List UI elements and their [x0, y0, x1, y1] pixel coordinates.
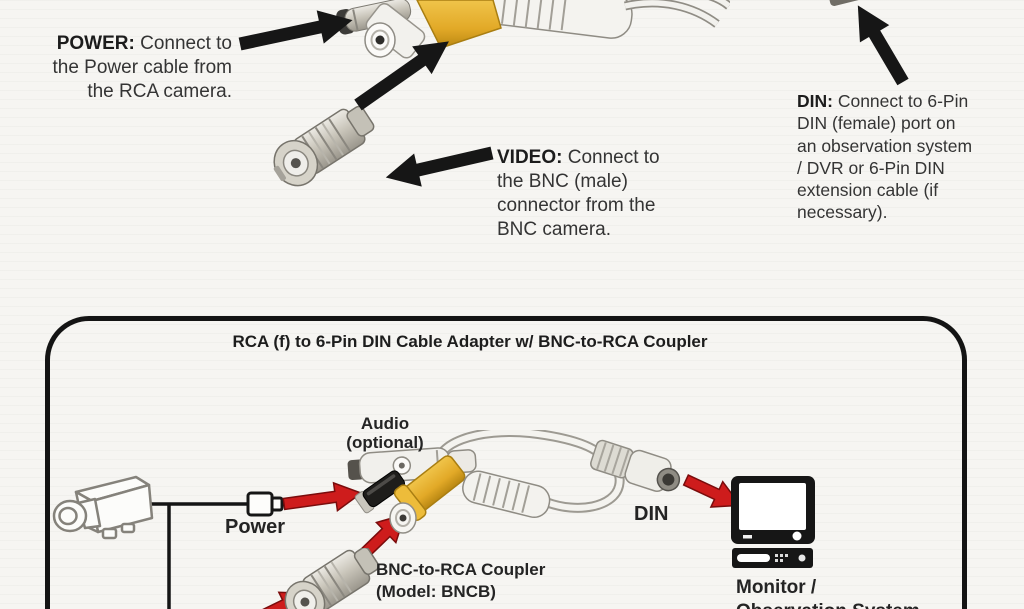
power-barrel-connector-small: [354, 470, 405, 514]
bnc-connector-illustration: [273, 105, 375, 187]
coupler-label-line2: (Model: BNCB): [376, 581, 496, 601]
din-note-prefix: DIN:: [797, 91, 833, 111]
monitor-label-line2: Observation System: [736, 600, 936, 609]
din-connector-small: [590, 439, 681, 492]
power-note-prefix: POWER:: [56, 33, 135, 54]
video-note-rest: Connect to: [562, 147, 660, 168]
audio-label-line1: Audio: [360, 414, 410, 433]
din-note-line3: an observation system: [797, 135, 973, 156]
video-note-prefix: VIDEO:: [497, 147, 563, 168]
power-connection-arrow: [282, 481, 363, 512]
din-note-rest: Connect to 6-Pin: [832, 91, 969, 111]
adapter-assembly-illustration: [347, 430, 681, 534]
audio-label: Audio (optional): [318, 414, 452, 452]
din-connector-fragment: [829, 0, 864, 7]
power-note-line2: the Power cable from: [52, 57, 232, 78]
power-note: POWER: Connect to the Power cable from t…: [24, 32, 232, 104]
power-arrow: [238, 10, 353, 51]
power-label: Power: [224, 516, 286, 538]
din-note-line5: extension cable (if: [797, 180, 939, 201]
power-plug: [246, 491, 284, 517]
monitor-connection-arrow: [682, 474, 742, 508]
din-label: DIN: [634, 503, 669, 525]
video-note: VIDEO: Connect to the BNC (male) connect…: [497, 146, 707, 242]
video-note-line2: the BNC (male): [497, 171, 628, 192]
video-rca-arrow: [354, 41, 449, 111]
rca-yellow-connector: [364, 0, 502, 59]
power-note-rest: Connect to: [134, 33, 232, 54]
monitor-icon: [731, 476, 815, 568]
diagram-panel: [45, 316, 967, 609]
din-arrow: [857, 5, 909, 86]
audio-label-line2: (optional): [346, 433, 424, 452]
video-note-line3: connector from the: [497, 195, 656, 216]
power-note-line3: the RCA camera.: [87, 81, 232, 102]
coupler-label: BNC-to-RCA Coupler (Model: BNCB): [376, 559, 566, 602]
dvr-icon: [732, 548, 813, 568]
rca-yellow-connector-small: [393, 455, 466, 522]
video-note-line4: BNC camera.: [497, 219, 612, 240]
camera-icon: [52, 475, 154, 540]
cable-molded-junction-small: [462, 470, 551, 519]
video-arrow: [385, 146, 494, 187]
coupler-label-line1: BNC-to-RCA Coupler: [376, 560, 546, 579]
monitor-label: Monitor / Observation System: [736, 576, 936, 609]
din-note-line6: necessary).: [797, 202, 888, 223]
din-note: DIN: Connect to 6-Pin DIN (female) port …: [797, 90, 997, 224]
diagram-title: RCA (f) to 6-Pin DIN Cable Adapter w/ BN…: [232, 332, 708, 351]
din-note-line2: DIN (female) port on: [797, 113, 956, 134]
bnc-coupler-icon: [284, 548, 380, 609]
din-note-line4: / DVR or 6-Pin DIN: [797, 157, 945, 178]
monitor-label-line1: Monitor /: [736, 577, 817, 598]
